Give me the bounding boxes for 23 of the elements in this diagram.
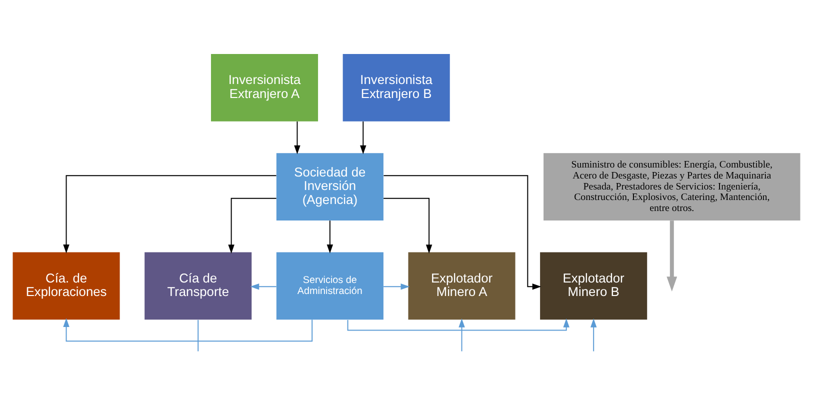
arrow — [294, 120, 300, 154]
arrow — [383, 174, 542, 290]
arrow — [590, 318, 597, 352]
node-box: Servicios de Administración — [276, 252, 384, 320]
node-box: Suministro de consumibles: Energía, Combustible, Acero de Desgaste, Piezas y Partes de Maquinaria Pesada, Prestadores de Servicios: Ingeniería, Construcción, Explosivos, Catering, Mantención, entre otros. — [544, 152, 800, 220]
connector — [198, 318, 199, 352]
arrow — [326, 220, 334, 253]
node-box: Explotador Minero A — [408, 252, 516, 320]
node-box: Explotador Minero B — [540, 252, 648, 320]
arrow — [383, 283, 410, 290]
arrow — [383, 197, 432, 254]
arrow — [228, 197, 277, 254]
arrow — [63, 318, 313, 342]
node-box: Cía. de Exploraciones — [12, 252, 120, 320]
arrow — [250, 283, 277, 290]
node-box: Cía de Transporte — [144, 252, 252, 320]
arrow — [63, 174, 277, 253]
node-box: Inversionista Extranjero B — [342, 53, 450, 121]
node-box: Inversionista Extranjero A — [211, 53, 318, 121]
arrow — [360, 120, 366, 154]
node-box: Sociedad de Inversión (Agencia) — [276, 152, 384, 220]
arrow — [458, 318, 465, 352]
arrow — [666, 220, 678, 291]
